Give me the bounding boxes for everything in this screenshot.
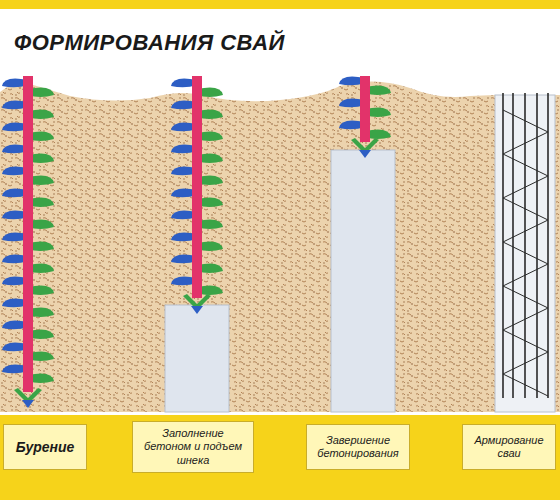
step-label-box: Армирование сваи — [462, 424, 556, 470]
diagram-title: ФОРМИРОВАНИЯ СВАЙ — [14, 30, 285, 56]
step-label-box: Заполнение бетоном и подъем шнека — [132, 421, 254, 473]
step-label-box: Завершение бетонирования — [306, 424, 410, 470]
step-label: Бурение — [16, 439, 75, 456]
step-label-box: Бурение — [3, 424, 87, 470]
step-label: Заполнение бетоном и подъем шнека — [138, 427, 248, 467]
step-label: Армирование сваи — [468, 434, 550, 460]
step-label: Завершение бетонирования — [312, 434, 404, 460]
